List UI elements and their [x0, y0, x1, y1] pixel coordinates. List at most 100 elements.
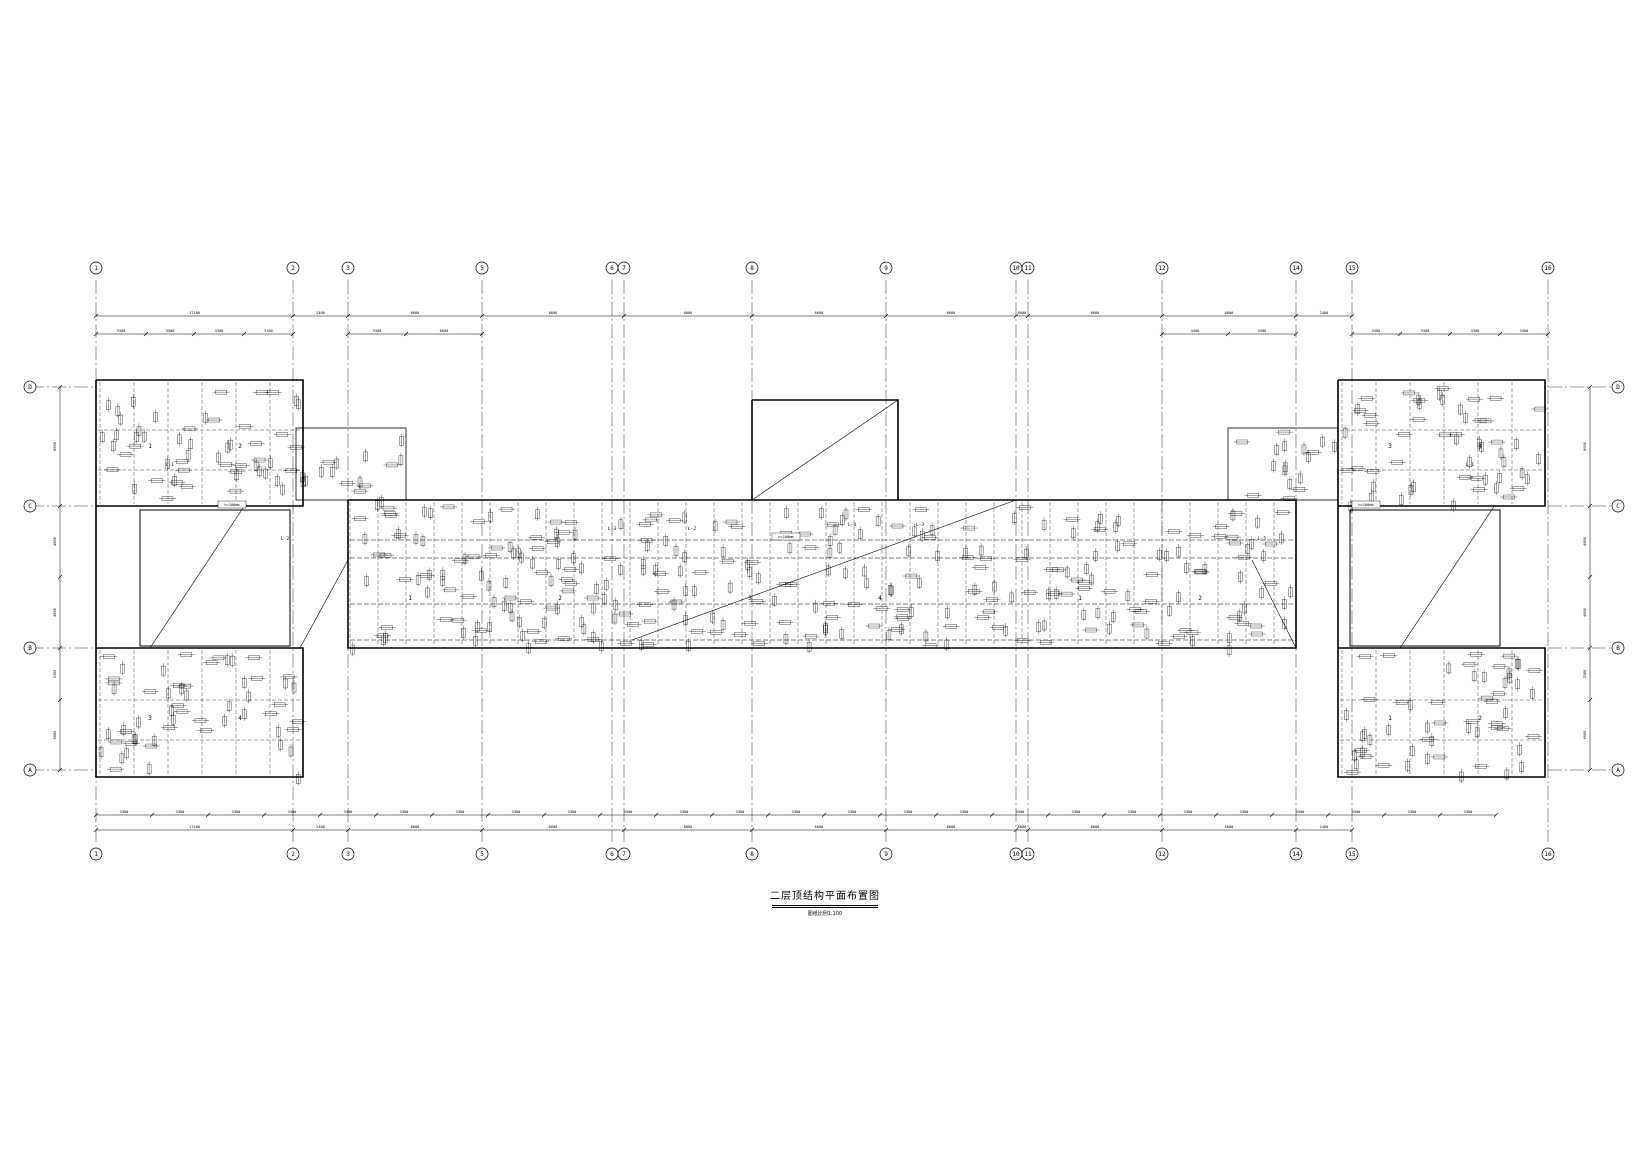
rebar-tag: [172, 476, 177, 486]
rebar-tag: [398, 455, 404, 465]
slab-thickness-tag: [1351, 500, 1381, 509]
rebar-tag: [618, 565, 623, 575]
dimension-tick: [479, 827, 485, 833]
rebar-tag: [188, 439, 193, 449]
rebar-tag: [1041, 520, 1047, 530]
rebar-tag: [222, 716, 227, 726]
rebar-tag: [1516, 659, 1521, 669]
rebar-tag: [1041, 620, 1047, 631]
dimension-value: 3300: [176, 810, 185, 814]
rebar-tag: [1259, 588, 1264, 598]
axis-label: 7: [622, 851, 626, 858]
slab-number: 1: [148, 443, 152, 450]
rebar-tag: [840, 515, 845, 525]
dimension-value: 8000: [684, 311, 693, 315]
rebar-tag: [136, 717, 141, 728]
rebar-tag: [124, 748, 129, 758]
rebar-tag: [1113, 522, 1119, 532]
dimension-tick: [883, 827, 889, 833]
dimension-tick: [1587, 574, 1593, 580]
rebar-tag: [278, 740, 283, 750]
rebar-tag: [1089, 574, 1094, 585]
dimension-value: 6600: [1225, 825, 1234, 829]
rebar-tag: [1355, 404, 1361, 414]
rebar-tag: [787, 543, 793, 553]
dimension-tick: [653, 812, 659, 818]
beam-tag: L-4: [848, 522, 856, 528]
rebar-tag: [1227, 633, 1232, 643]
rebar-tag: [1360, 731, 1365, 741]
rebar-tag: [379, 497, 384, 507]
rebar-tag: [1176, 592, 1181, 603]
rebar-tag: [1536, 454, 1541, 464]
rebar-tag: [491, 597, 497, 607]
rebar-tag: [591, 632, 596, 642]
rebar-tag: [618, 519, 624, 529]
rebar-tag: [1301, 444, 1307, 455]
axis-bubble: [1611, 380, 1625, 394]
axis-label: 9: [884, 265, 888, 272]
rebar-tag: [253, 461, 259, 471]
slab-number: 2: [558, 595, 562, 602]
rebar-tag: [823, 624, 828, 635]
rebar-tag: [520, 631, 525, 641]
axis-bubble: [475, 847, 489, 861]
rebar-tag: [727, 582, 733, 593]
axis-label: 12: [1158, 265, 1166, 272]
dimension-tick: [1587, 503, 1593, 509]
dimension-tick: [989, 812, 995, 818]
dimension-value: 3300: [792, 810, 801, 814]
dimension-value: 8000: [684, 825, 693, 829]
axis-bubble: [1021, 847, 1035, 861]
rebar-tag: [1446, 663, 1452, 674]
dimension-value: 3300: [117, 329, 126, 333]
rebar-tag: [396, 529, 401, 539]
rebar-tag: [1125, 591, 1131, 601]
rebar-tag: [422, 506, 427, 517]
dimension-tick: [1159, 827, 1165, 833]
axis-label: C: [1616, 503, 1620, 510]
dimension-tick: [290, 331, 296, 337]
rebar-tag: [1530, 689, 1535, 699]
rebar-tag: [100, 432, 105, 442]
rebar-tag: [1053, 589, 1059, 599]
rebar-tag: [462, 554, 468, 564]
dimension-tick: [1157, 812, 1163, 818]
dimension-tick: [1293, 331, 1299, 337]
rebar-tag: [230, 655, 235, 666]
rebar-tag: [692, 586, 697, 596]
rebar-tag: [1288, 587, 1293, 597]
rebar-tag: [120, 663, 125, 674]
axis-bubble: [1611, 641, 1625, 655]
beam-tag: L-1: [1466, 462, 1474, 468]
rebar-tag: [106, 729, 111, 740]
rebar-tag: [1226, 645, 1232, 656]
dimension-value: 3300: [166, 329, 175, 333]
axis-bubble: [617, 261, 631, 275]
rebar-tag: [1115, 541, 1120, 552]
dimension-value: 3300: [264, 329, 273, 333]
rebar-tag: [350, 644, 355, 655]
rebar-tag: [1283, 462, 1288, 473]
rebar-tag: [330, 467, 335, 477]
axis-bubble: [1611, 499, 1625, 513]
axis-label: 8: [750, 851, 754, 858]
rebar-tag: [783, 634, 789, 644]
dimension-tick: [485, 812, 491, 818]
slab-thickness-label: h=100mm: [778, 535, 793, 539]
dimension-tick: [57, 574, 63, 580]
rebar-tag: [275, 476, 280, 486]
rebar-tag: [641, 565, 646, 575]
rebar-tag: [1477, 438, 1482, 449]
rebar-tag: [475, 622, 480, 632]
rebar-tag: [383, 633, 388, 643]
axis-bubble: [1289, 847, 1303, 861]
dimension-tick: [621, 313, 627, 319]
dimension-value: 3300: [1372, 329, 1381, 333]
rebar-tag: [507, 542, 513, 552]
dimension-value: 8000: [1018, 825, 1027, 829]
rebar-tag: [177, 434, 182, 445]
rebar-tag: [226, 701, 232, 711]
rebar-tag: [673, 546, 679, 556]
rebar-tag: [1344, 710, 1349, 720]
